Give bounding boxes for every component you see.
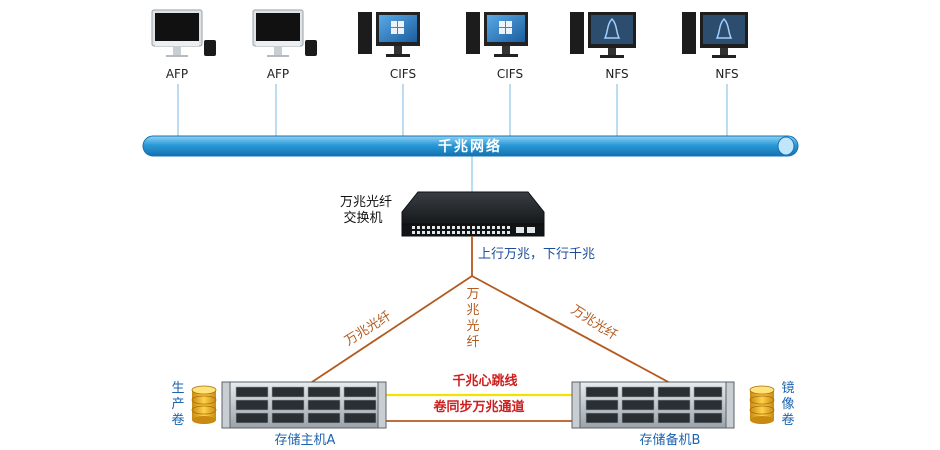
uplink-note: 上行万兆，下行千兆 [478, 247, 595, 262]
network-label: 千兆网络 [438, 138, 502, 155]
center-fiber-char: 纤 [466, 335, 479, 350]
switch-label-line2: 交换机 [343, 210, 382, 226]
linux-penguin-icon [715, 17, 733, 39]
production-volume-label: 生 产 卷 [171, 381, 184, 428]
client-3[interactable]: CIFS [358, 12, 420, 81]
client-label: AFP [267, 67, 289, 81]
volume-char: 产 [171, 397, 184, 412]
windows-icon [391, 21, 404, 34]
switch-label-line1: 万兆光纤 [340, 195, 392, 210]
windows-pc-icon [358, 12, 420, 57]
client-5[interactable]: NFS [570, 12, 636, 81]
switch-chassis [401, 191, 545, 225]
heartbeat-label: 千兆心跳线 [452, 373, 517, 389]
storage-backup-label: 存储备机B [640, 432, 701, 448]
right-fiber-label: 万兆光纤 [568, 303, 620, 344]
left-fiber-label: 万兆光纤 [342, 309, 394, 349]
client-6[interactable]: NFS [682, 12, 748, 81]
drive-bays [585, 386, 723, 424]
switch-ports [412, 226, 535, 234]
client-label: AFP [166, 67, 188, 81]
mirror-volume-label: 镜 像 卷 [781, 381, 794, 428]
linux-pc-icon [682, 12, 748, 58]
storage-primary[interactable] [221, 381, 387, 429]
linux-pc-icon [570, 12, 636, 58]
volume-char: 卷 [171, 412, 184, 428]
imac-icon [252, 9, 317, 57]
volume-char: 卷 [781, 412, 794, 428]
fiber-to-primary [308, 275, 473, 385]
mirror-volume-icon [749, 385, 775, 424]
gigabit-network-bus: 千兆网络 [142, 135, 799, 157]
client-label: NFS [715, 67, 738, 81]
production-volume-icon [191, 385, 217, 424]
windows-pc-icon [466, 12, 528, 57]
client-2[interactable]: AFP [252, 9, 317, 81]
fiber-switch[interactable] [401, 191, 545, 237]
center-fiber-char: 万 [466, 287, 479, 302]
storage-primary-label: 存储主机A [275, 433, 336, 448]
center-fiber-char: 光 [466, 319, 479, 334]
volume-char: 生 [171, 381, 184, 396]
fiber-links [308, 236, 673, 385]
client-1[interactable]: AFP [151, 9, 216, 81]
volume-char: 像 [781, 397, 794, 412]
client-label: CIFS [497, 67, 523, 81]
client-drop-lines [177, 84, 728, 138]
client-label: CIFS [390, 67, 416, 81]
linux-penguin-icon [603, 17, 621, 39]
client-label: NFS [605, 67, 628, 81]
fiber-to-backup [471, 275, 673, 385]
volume-char: 镜 [781, 381, 794, 396]
sync-channel-label: 卷同步万兆通道 [433, 399, 524, 415]
windows-icon [499, 21, 512, 34]
storage-backup[interactable] [571, 381, 735, 429]
client-4[interactable]: CIFS [466, 12, 528, 81]
drive-bays [235, 386, 377, 424]
center-fiber-char: 兆 [466, 303, 479, 318]
imac-icon [151, 9, 216, 57]
center-fiber-label: 万 兆 光 纤 [466, 287, 479, 350]
